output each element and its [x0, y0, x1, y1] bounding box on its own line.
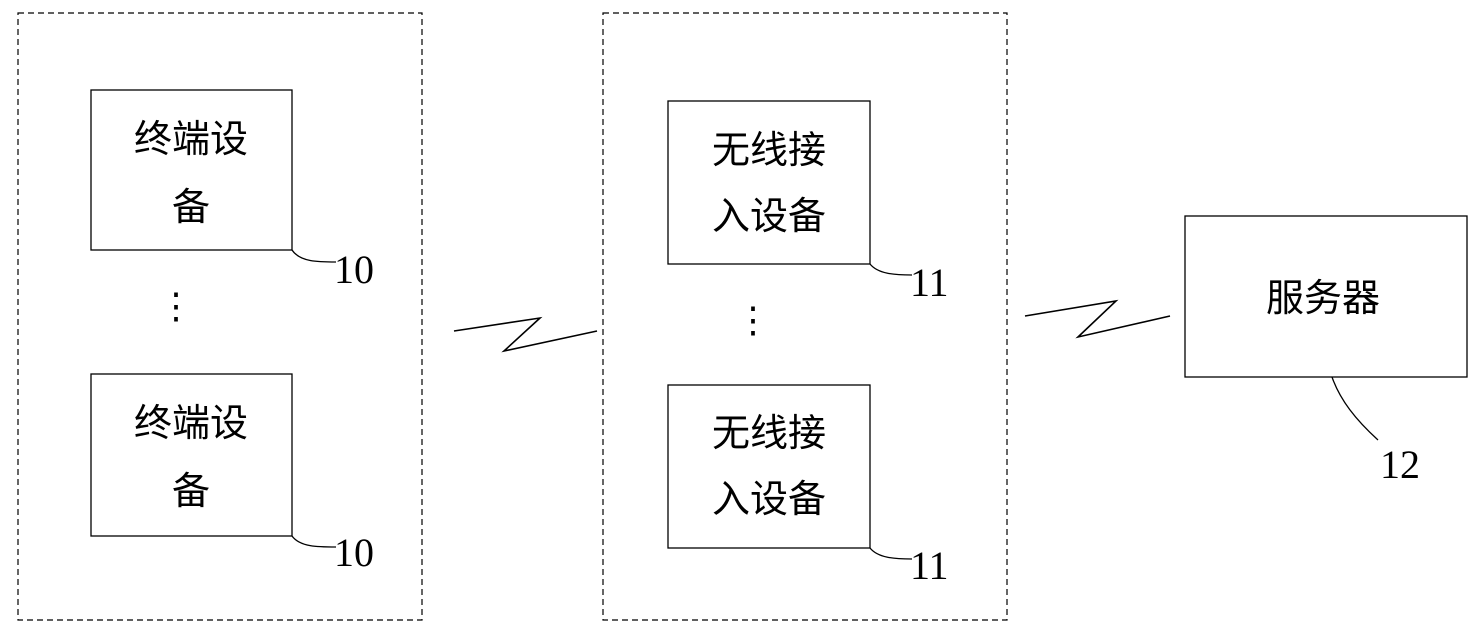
server-leader [1331, 376, 1379, 441]
terminal-device-box-2-ref: 10 [334, 530, 374, 575]
terminal-group-frame [17, 12, 423, 621]
terminal-device-box-1-frame [90, 89, 293, 251]
terminal-device-box-2-leader [291, 535, 337, 548]
terminal-device-box-2-line1: 终端设 [134, 401, 248, 445]
access-device-box-2-leader [869, 547, 913, 560]
access-device-box-2-line1: 无线接 [712, 411, 826, 455]
access-device-box-1-leader [869, 263, 913, 276]
wireless-link-1 [453, 316, 598, 353]
access-device-box-2: 无线接 入设备 11 [667, 384, 949, 588]
access-device-box-1: 无线接 入设备 11 [667, 100, 949, 305]
server-box-frame [1184, 215, 1468, 378]
terminal-device-box-2-frame [90, 373, 293, 537]
terminal-device-box-1: 终端设 备 10 [90, 89, 374, 292]
terminal-ellipsis: ⋮ [158, 286, 194, 327]
server-ref: 12 [1380, 442, 1420, 487]
terminal-device-box-1-line2: 备 [172, 185, 210, 229]
terminal-device-box-1-ref: 10 [334, 247, 374, 292]
access-device-box-1-line1: 无线接 [712, 128, 826, 172]
access-device-box-1-frame [667, 100, 871, 265]
wireless-link-2 [1024, 299, 1171, 339]
access-device-box-1-line2: 入设备 [712, 194, 826, 238]
server-label: 服务器 [1266, 276, 1380, 320]
terminal-device-box-1-line1: 终端设 [134, 117, 248, 161]
terminal-device-box-2-line2: 备 [172, 469, 210, 513]
server-box: 服务器 12 [1184, 215, 1468, 487]
terminal-device-box-2: 终端设 备 10 [90, 373, 374, 575]
access-device-box-2-line2: 入设备 [712, 477, 826, 521]
access-device-box-1-ref: 11 [910, 260, 949, 305]
access-group-frame [602, 12, 1008, 621]
terminal-device-box-1-leader [291, 249, 337, 263]
access-ellipsis: ⋮ [735, 300, 771, 341]
access-device-box-2-ref: 11 [910, 543, 949, 588]
access-device-box-2-frame [667, 384, 871, 549]
